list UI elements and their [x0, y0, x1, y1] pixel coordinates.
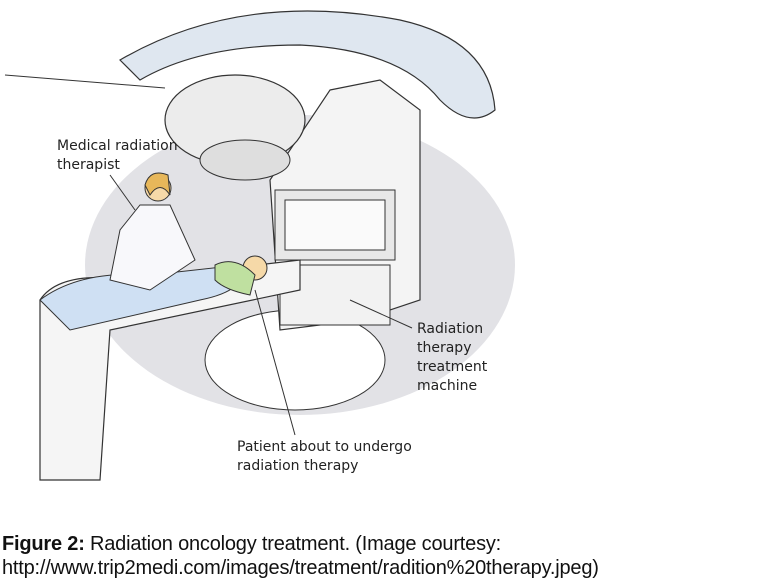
- label-line: Radiation: [417, 321, 484, 337]
- label-patient: Patient about to undergo radiation thera…: [237, 438, 412, 476]
- machine-screen: [284, 199, 386, 251]
- figure-caption: Figure 2: Radiation oncology treatment. …: [2, 532, 599, 580]
- pointer-machine: [349, 299, 413, 329]
- label-line: therapist: [57, 157, 120, 173]
- label-line: Patient about to undergo: [237, 439, 412, 455]
- label-line: machine: [417, 378, 478, 394]
- gantry-arc: [119, 10, 496, 119]
- label-line: treatment: [417, 359, 488, 375]
- label-line: radiation therapy: [237, 458, 359, 474]
- caption-text: Radiation oncology treatment. (Image cou…: [84, 533, 502, 555]
- label-line: Medical radiation: [57, 138, 178, 154]
- pointer-therapist: [109, 174, 136, 211]
- pointer-patient: [254, 289, 296, 436]
- label-therapist: Medical radiation therapist: [57, 137, 178, 175]
- therapist-body: [109, 204, 196, 291]
- radiation-therapy-illustration: [4, 10, 515, 481]
- label-machine: Radiation therapy treatment machine: [417, 320, 487, 396]
- patient-body: [214, 261, 256, 296]
- therapist-hair: [144, 172, 171, 196]
- pointer-line: [4, 74, 166, 89]
- collimator: [199, 139, 291, 181]
- label-line: therapy: [417, 340, 472, 356]
- caption-source: http://www.trip2medi.com/images/treatmen…: [2, 557, 599, 579]
- caption-label: Figure 2:: [2, 533, 85, 555]
- blanket: [39, 264, 242, 331]
